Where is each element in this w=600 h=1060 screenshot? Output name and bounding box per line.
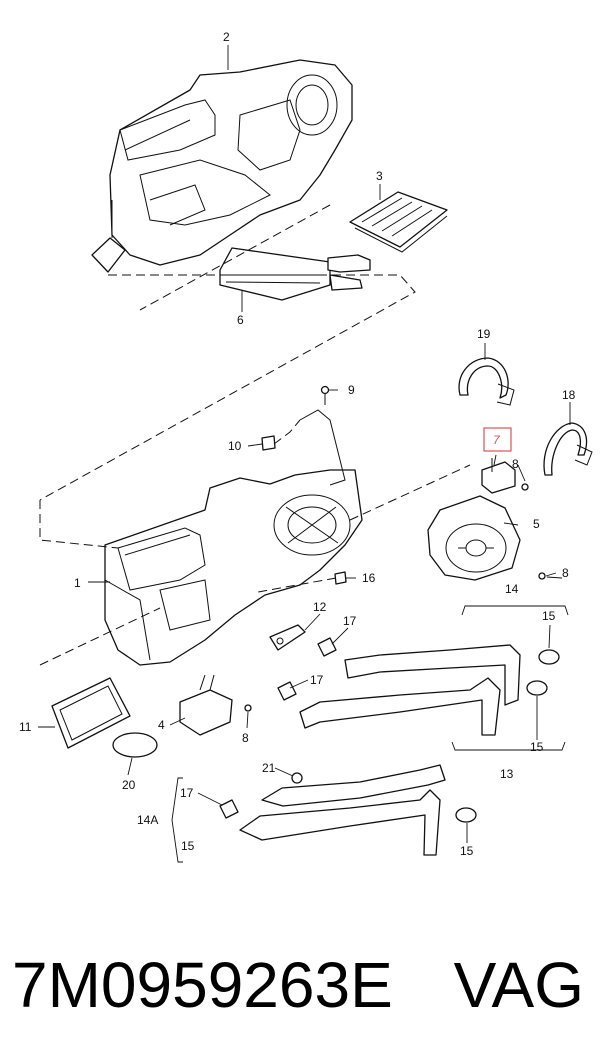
callout-15-lower-right: 15 <box>460 844 474 858</box>
callout-3: 3 <box>376 169 383 183</box>
part-4-module <box>179 674 233 736</box>
callout-17-lower: 17 <box>180 786 194 800</box>
callout-12: 12 <box>313 600 327 614</box>
part-12-bracket <box>269 624 306 651</box>
callout-5: 5 <box>533 517 540 531</box>
brand-name: VAG <box>453 949 584 1021</box>
bracket-14 <box>461 605 569 616</box>
part-8-screw-c <box>244 704 252 712</box>
part-17-clamp-b <box>277 681 297 701</box>
callout-8-motor: 8 <box>562 566 569 580</box>
part-7-resistor <box>481 458 516 494</box>
callout-15-upper: 15 <box>542 609 556 623</box>
callout-1: 1 <box>74 576 81 590</box>
part-11-filter-frame <box>51 677 131 749</box>
part-14a-hose-set <box>239 764 446 856</box>
part-19-cable-tie <box>458 357 515 406</box>
callout-10: 10 <box>228 439 242 453</box>
part-21-nut <box>291 772 303 784</box>
part-6-heat-exchanger <box>219 247 371 301</box>
bracket-13 <box>451 741 566 751</box>
callout-15-lower-left: 15 <box>181 839 195 853</box>
callout-15-middle: 15 <box>530 740 544 754</box>
part-15-ring-c <box>455 807 477 823</box>
highlight-box-part-7 <box>483 427 512 452</box>
callout-4: 4 <box>158 718 165 732</box>
callout-7: 7 <box>493 433 501 447</box>
part-5-blower-motor <box>427 495 521 581</box>
part-15-ring-b <box>526 680 548 696</box>
bracket-14a <box>171 777 183 863</box>
callout-14: 14 <box>505 582 519 596</box>
callout-18: 18 <box>562 388 576 402</box>
part-20-grommet <box>112 732 158 758</box>
callout-2: 2 <box>223 30 230 44</box>
part-15-ring-a <box>538 649 560 665</box>
part-18-cable-tie <box>543 422 593 476</box>
callout-11: 11 <box>19 720 32 734</box>
leader-lines <box>38 45 571 843</box>
callout-8-module: 8 <box>242 731 249 745</box>
exploded-parts-diagram: 2 3 6 19 18 9 10 7 8 5 8 1 16 14 12 15 1… <box>19 30 593 863</box>
callout-9: 9 <box>348 383 355 397</box>
callout-21: 21 <box>262 761 276 775</box>
part-number: 7M0959263E <box>12 949 393 1021</box>
part-1-main-housing <box>104 409 363 666</box>
callout-labels: 2 3 6 19 18 9 10 7 8 5 8 1 16 14 12 15 1… <box>19 30 576 858</box>
callout-17-middle: 17 <box>310 673 324 687</box>
callout-6: 6 <box>237 313 244 327</box>
part-9-screw <box>320 385 330 405</box>
part-8-screw-b <box>538 572 546 580</box>
callout-13: 13 <box>500 767 514 781</box>
part-2-upper-housing <box>91 59 353 273</box>
part-14-hoses <box>299 644 521 736</box>
part-3-filter <box>349 191 448 253</box>
part-16-clip <box>334 571 347 585</box>
part-17-clamp-c <box>219 799 239 819</box>
callout-16: 16 <box>362 571 376 585</box>
callout-20: 20 <box>122 778 136 792</box>
callout-8-resistor: 8 <box>512 457 519 471</box>
part-8-screw-a <box>521 483 529 491</box>
callout-17-upper: 17 <box>343 614 357 628</box>
callout-19: 19 <box>477 327 491 341</box>
callout-14a: 14A <box>137 813 158 827</box>
part-17-clamp-a <box>317 637 337 657</box>
part-10-clip <box>261 435 276 451</box>
footer: 7M0959263E VAG <box>0 935 600 1045</box>
